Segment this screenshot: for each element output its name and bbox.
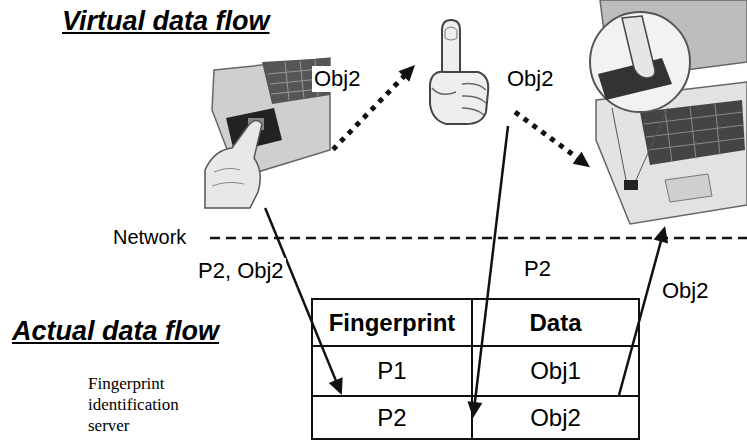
arrow-shaft [265,208,337,384]
inset-leader [612,108,668,180]
finger-node [415,18,515,126]
arrow-head [654,226,668,243]
pointing-finger [430,20,488,124]
section-title: Actual data flow [12,316,219,347]
fingernail [445,27,457,40]
arrow-head [329,377,343,395]
data-flow-arrow [619,226,668,395]
curled-fingers [432,84,486,115]
virtual-flow-arrow [515,112,590,167]
data-flow-arrow [265,208,342,395]
cell-text: Obj2 [530,404,581,432]
cell-text: Obj1 [530,357,581,385]
edge-label: Obj2 [312,66,362,92]
table-cell: P1 [311,345,473,397]
cell-text: P2 [377,404,406,432]
table-header-cell: Data [471,298,640,347]
network-label: Network [113,226,186,249]
keyboard-keys [644,104,744,162]
edge-label: P2, Obj2 [196,258,286,284]
server-caption: Fingerprint identification server [88,373,213,436]
server-table: Fingerprint identification serverFingerp… [311,298,640,440]
cell-text: Data [529,309,581,337]
arrow-head [573,152,590,168]
table-header-cell: Fingerprint [311,298,473,347]
laptop-open-photo [590,0,747,224]
hand-creases [212,168,244,186]
section-title: Virtual data flow [62,6,270,37]
cell-text: P1 [377,357,406,385]
table-cell: P2 [311,395,473,440]
data-flow-arrow [467,126,508,418]
arrow-shaft [515,112,580,160]
edge-label: Obj2 [660,278,710,304]
cell-text: Fingerprint [329,309,456,337]
edge-label: P2 [522,256,553,282]
arrow-head [398,65,415,82]
table-cell: Obj2 [471,395,640,440]
arrow-shaft [619,238,662,395]
laptop-photo-node [590,0,747,226]
table-cell: Obj1 [471,345,640,397]
edge-label: Obj2 [505,66,555,92]
hand [205,120,262,208]
arrow-shaft [474,126,508,406]
magnified-inset [590,12,690,112]
fist [430,72,488,124]
inset-finger [622,16,655,78]
touchpad [665,174,712,202]
built-in-sensor [624,180,638,190]
arrow-head [467,401,482,418]
